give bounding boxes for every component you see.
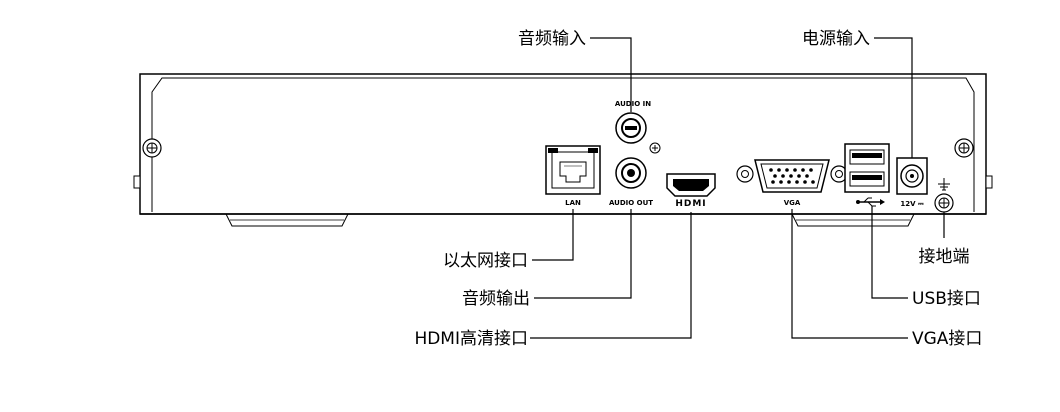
vga-panel-label: VGA — [784, 199, 801, 207]
left-screw-icon — [142, 138, 162, 158]
audio-in-callout: 音频输入 — [518, 29, 586, 49]
leader-lines — [530, 37, 945, 339]
audio-out-callout: 音频输出 — [462, 289, 530, 309]
ground-screw-icon — [934, 193, 954, 213]
hdmi-panel-label: HDMI — [675, 199, 706, 209]
lan-panel-label: LAN — [565, 199, 581, 207]
hdmi-callout: HDMI高清接口 — [414, 329, 528, 349]
lan-callout: 以太网接口 — [443, 251, 528, 271]
power-panel-label: 12V ⎓ — [900, 200, 924, 208]
vga-port-icon — [736, 159, 848, 193]
vga-callout: VGA接口 — [912, 329, 982, 349]
audio-in-panel-label: AUDIO IN — [615, 100, 651, 108]
hdmi-port-icon — [666, 173, 716, 197]
power-in-callout: 电源输入 — [802, 29, 870, 49]
usb-callout: USB接口 — [912, 289, 981, 309]
lan-port-icon — [545, 145, 601, 195]
audio-out-panel-label: AUDIO OUT — [609, 199, 653, 207]
power-jack-icon — [896, 157, 928, 195]
audio-in-jack-icon — [615, 112, 647, 144]
audio-out-jack-icon — [615, 157, 647, 189]
right-screw-icon — [954, 138, 974, 158]
usb-symbol-icon — [856, 197, 885, 207]
ground-callout: 接地端 — [919, 247, 970, 267]
small-screw-icon — [649, 142, 661, 154]
usb-port-icon — [844, 143, 890, 193]
ground-symbol-icon — [938, 178, 950, 191]
